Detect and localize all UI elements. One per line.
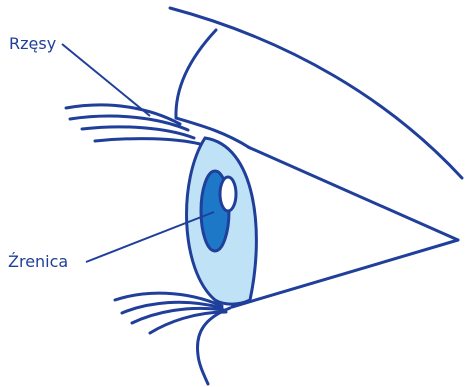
upper-eye-line bbox=[248, 147, 458, 240]
upper-eyelid bbox=[176, 30, 216, 118]
label-pupil: Źrenica bbox=[8, 252, 68, 271]
lower-lashes bbox=[115, 293, 226, 333]
label-lashes: Rzęsy bbox=[9, 34, 56, 53]
lower-eyelid bbox=[197, 308, 230, 384]
pupil-highlight bbox=[220, 177, 236, 211]
upper-lashes bbox=[66, 105, 200, 144]
lower-eye-line bbox=[232, 240, 458, 307]
